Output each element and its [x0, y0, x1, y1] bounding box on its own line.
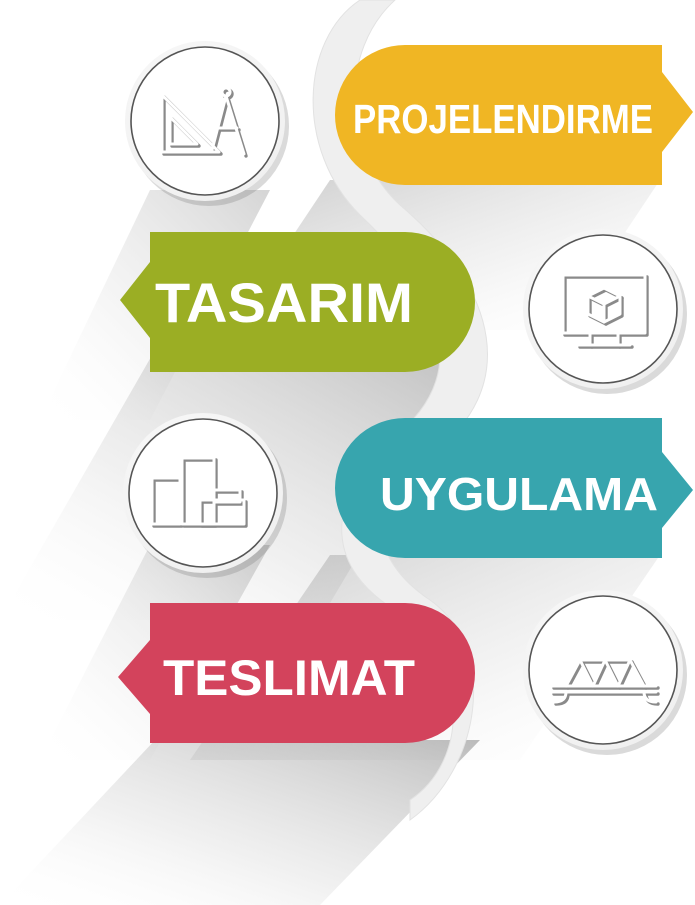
step-banner-teslimat: TESLIMAT	[118, 603, 475, 743]
banner-shape	[335, 418, 693, 558]
step-label-tasarim: TASARIM	[155, 271, 413, 334]
icon-circle-teslimat	[523, 590, 687, 755]
step-banner-tasarim: TASARIM	[120, 232, 475, 372]
truss-bridge-icon	[550, 658, 660, 706]
banner-shape	[118, 603, 475, 743]
banner-shape	[120, 232, 475, 372]
icon-circle-uygulama	[123, 413, 287, 578]
step-banner-projelendirme: PROJELENDIRME	[335, 45, 693, 185]
step-label-teslimat: TESLIMAT	[163, 650, 415, 706]
step-label-projelendirme: PROJELENDIRME	[353, 96, 653, 142]
monitor-3d-cube-icon	[561, 273, 649, 349]
step-label-uygulama: UYGULAMA	[380, 468, 658, 520]
step-banner-uygulama: UYGULAMA	[335, 418, 693, 558]
icon-circle-projelendirme	[125, 41, 289, 206]
icon-circle-tasarim	[523, 229, 687, 394]
drafting-triangle-compass-icon	[160, 86, 248, 158]
banner-shape	[335, 45, 693, 185]
building-blocks-icon	[150, 456, 248, 528]
